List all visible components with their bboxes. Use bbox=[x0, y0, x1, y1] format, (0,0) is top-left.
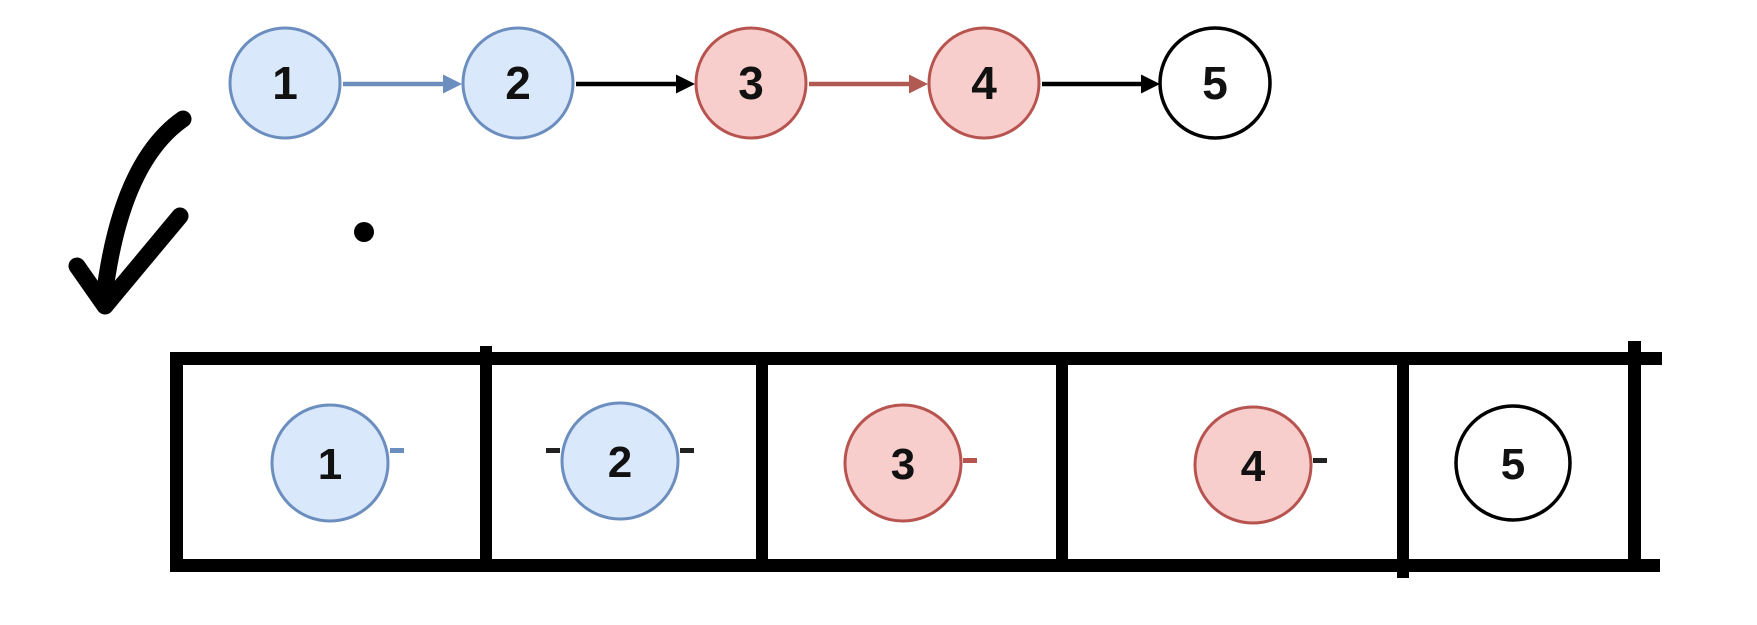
hand-drawn-arrow-icon bbox=[68, 110, 192, 315]
stub-cell3-right bbox=[963, 458, 977, 463]
array-diagram: 1 2 3 4 5 bbox=[170, 341, 1662, 578]
arrow-2-3-head bbox=[676, 74, 695, 94]
array-left-border bbox=[170, 352, 183, 572]
list-node-4-label: 4 bbox=[971, 57, 997, 109]
array-top-border bbox=[170, 352, 1662, 365]
stub-cell1-right bbox=[390, 448, 404, 453]
list-arrow-2-3 bbox=[576, 74, 695, 94]
array-cell-3: 3 bbox=[843, 403, 963, 523]
connector-stubs bbox=[390, 448, 1327, 463]
array-cell-3-label: 3 bbox=[891, 440, 915, 489]
array-cell-2-circle bbox=[560, 401, 680, 521]
array-grid bbox=[170, 341, 1662, 578]
array-divider-4 bbox=[1397, 352, 1409, 578]
list-node-3-label: 3 bbox=[738, 57, 764, 109]
list-node-2-circle bbox=[461, 26, 575, 140]
array-cell-3-circle bbox=[843, 403, 963, 523]
list-node-3: 3 bbox=[694, 26, 808, 140]
arrow-3-4-head bbox=[909, 74, 928, 94]
list-node-4-circle bbox=[927, 26, 1041, 140]
array-bottom-border bbox=[170, 559, 1660, 572]
array-divider-3 bbox=[1056, 352, 1068, 572]
array-cell-4-circle bbox=[1193, 405, 1313, 525]
list-node-5-label: 5 bbox=[1202, 57, 1228, 109]
linked-list-diagram: 1 2 3 4 5 bbox=[228, 26, 1272, 140]
array-right-border bbox=[1628, 341, 1641, 572]
list-node-5-circle bbox=[1158, 26, 1272, 140]
list-arrow-4-5 bbox=[1042, 74, 1160, 94]
list-node-1: 1 bbox=[228, 26, 342, 140]
arrow-1-2-head bbox=[443, 74, 462, 94]
array-cell-4-label: 4 bbox=[1241, 442, 1266, 491]
list-node-2: 2 bbox=[461, 26, 575, 140]
array-cell-2-label: 2 bbox=[608, 438, 632, 487]
array-cell-1-circle bbox=[270, 403, 390, 523]
array-cell-5-circle bbox=[1454, 404, 1572, 522]
list-node-2-label: 2 bbox=[505, 57, 531, 109]
stub-cell2-left bbox=[546, 448, 560, 453]
array-cell-4: 4 bbox=[1193, 405, 1313, 525]
list-node-5: 5 bbox=[1158, 26, 1272, 140]
stub-cell4-right bbox=[1313, 458, 1327, 463]
stub-cell2-right bbox=[680, 448, 694, 453]
list-arrow-3-4 bbox=[809, 74, 928, 94]
array-cell-1-label: 1 bbox=[318, 440, 342, 489]
array-cell-5: 5 bbox=[1454, 404, 1572, 522]
array-divider-2 bbox=[756, 352, 768, 572]
hand-arrow-shaft bbox=[95, 110, 192, 307]
bullet-dot-icon bbox=[354, 222, 374, 242]
list-node-1-circle bbox=[228, 26, 342, 140]
list-node-3-circle bbox=[694, 26, 808, 140]
array-cell-2: 2 bbox=[560, 401, 680, 521]
list-node-4: 4 bbox=[927, 26, 1041, 140]
hand-arrow-head bbox=[68, 207, 189, 315]
arrow-4-5-head bbox=[1141, 74, 1160, 94]
array-divider-1 bbox=[480, 346, 492, 572]
array-cell-1: 1 bbox=[270, 403, 390, 523]
list-node-1-label: 1 bbox=[272, 57, 298, 109]
list-arrow-1-2 bbox=[343, 74, 462, 94]
array-cell-5-label: 5 bbox=[1501, 440, 1525, 489]
